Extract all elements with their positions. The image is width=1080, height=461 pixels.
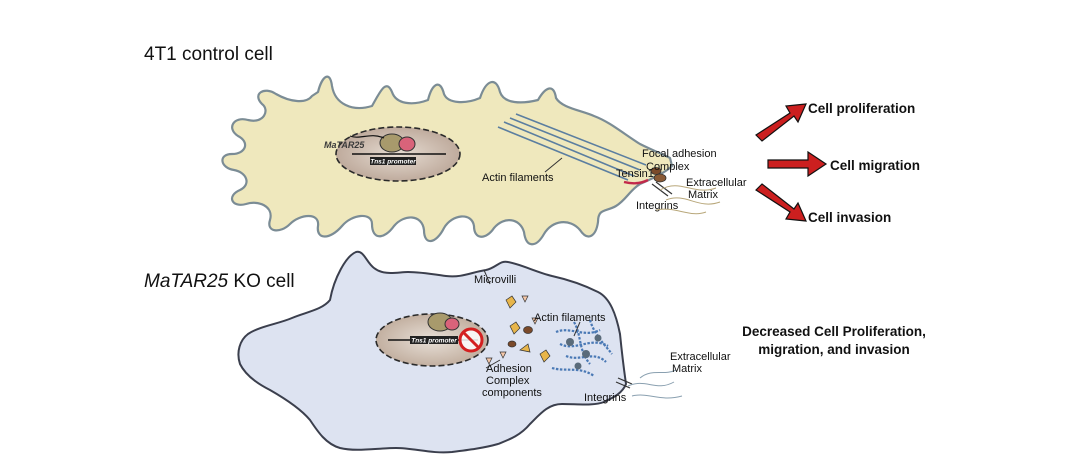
inhibition-icon xyxy=(458,327,484,353)
ecm-label-2: Matrix xyxy=(688,189,718,201)
adhesion-label-3: components xyxy=(482,387,542,399)
ko-actin-pointer xyxy=(573,321,581,337)
adhesion-components xyxy=(485,295,551,365)
matar25-label: MaTAR25 xyxy=(324,140,365,150)
ko-result-line-1: Decreased Cell Proliferation, xyxy=(742,324,926,339)
actin-label: Actin filaments xyxy=(482,172,554,184)
microvilli-label: Microvilli xyxy=(474,274,516,286)
ko-cell: Microvilli Tns1 promoter Adhesion Com xyxy=(237,250,731,454)
ko-lncrna-blob xyxy=(444,317,460,331)
ko-tns1-promoter-box xyxy=(410,336,458,344)
tensin-protein xyxy=(623,178,649,185)
ko-ecm-label-2: Matrix xyxy=(672,363,702,375)
tns1-promoter-box xyxy=(370,157,416,165)
actin-pointer xyxy=(544,157,563,173)
arrow-invasion xyxy=(755,183,807,222)
ko-actin-nodes xyxy=(566,334,602,370)
actin-filaments xyxy=(497,113,647,181)
ko-integrins xyxy=(615,377,633,389)
tensin-label: Tensin1 xyxy=(616,168,654,180)
adhesion-label-2: Complex xyxy=(486,375,530,387)
ecm-label-1: Extracellular xyxy=(686,177,747,189)
ko-integrins-label: Integrins xyxy=(584,392,627,404)
top-title: 4T1 control cell xyxy=(144,44,273,65)
bottom-title-gene: MaTAR25 xyxy=(144,271,229,292)
focal-adhesion-label: Focal adhesion xyxy=(642,148,717,160)
lncrna-strand xyxy=(349,135,385,139)
focal-adhesion-complex xyxy=(653,173,667,183)
extracellular-matrix xyxy=(655,185,721,215)
ko-actin-label: Actin filaments xyxy=(534,312,606,324)
outcome-migration: Cell migration xyxy=(830,158,920,173)
ko-result-line-2: migration, and invasion xyxy=(758,342,910,357)
focal-adhesion-complex-2 xyxy=(650,167,662,175)
ko-tns1-promoter-label: Tns1 promoter xyxy=(411,338,457,345)
ko-extracellular-matrix xyxy=(627,369,683,399)
arrow-proliferation xyxy=(755,103,807,142)
control-cell: Tns1 promoter MaTAR25 Actin filaments Te… xyxy=(221,75,747,246)
outcome-arrows xyxy=(755,103,828,222)
adhesion-label-1: Adhesion xyxy=(486,363,532,375)
adhesion-pointer xyxy=(485,359,501,369)
focal-complex-label: Complex xyxy=(646,161,690,173)
lncrna-blob xyxy=(398,136,416,152)
outcome-invasion: Cell invasion xyxy=(808,210,891,225)
bottom-title: MaTAR25 KO cell xyxy=(144,271,295,292)
tns1-promoter-label: Tns1 promoter xyxy=(370,159,416,166)
bottom-title-rest: KO cell xyxy=(228,271,295,292)
outcome-proliferation: Cell proliferation xyxy=(808,101,915,116)
ko-ecm-label-1: Extracellular xyxy=(670,351,731,363)
arrow-migration xyxy=(767,150,828,178)
microvilli-pointer xyxy=(483,269,491,285)
